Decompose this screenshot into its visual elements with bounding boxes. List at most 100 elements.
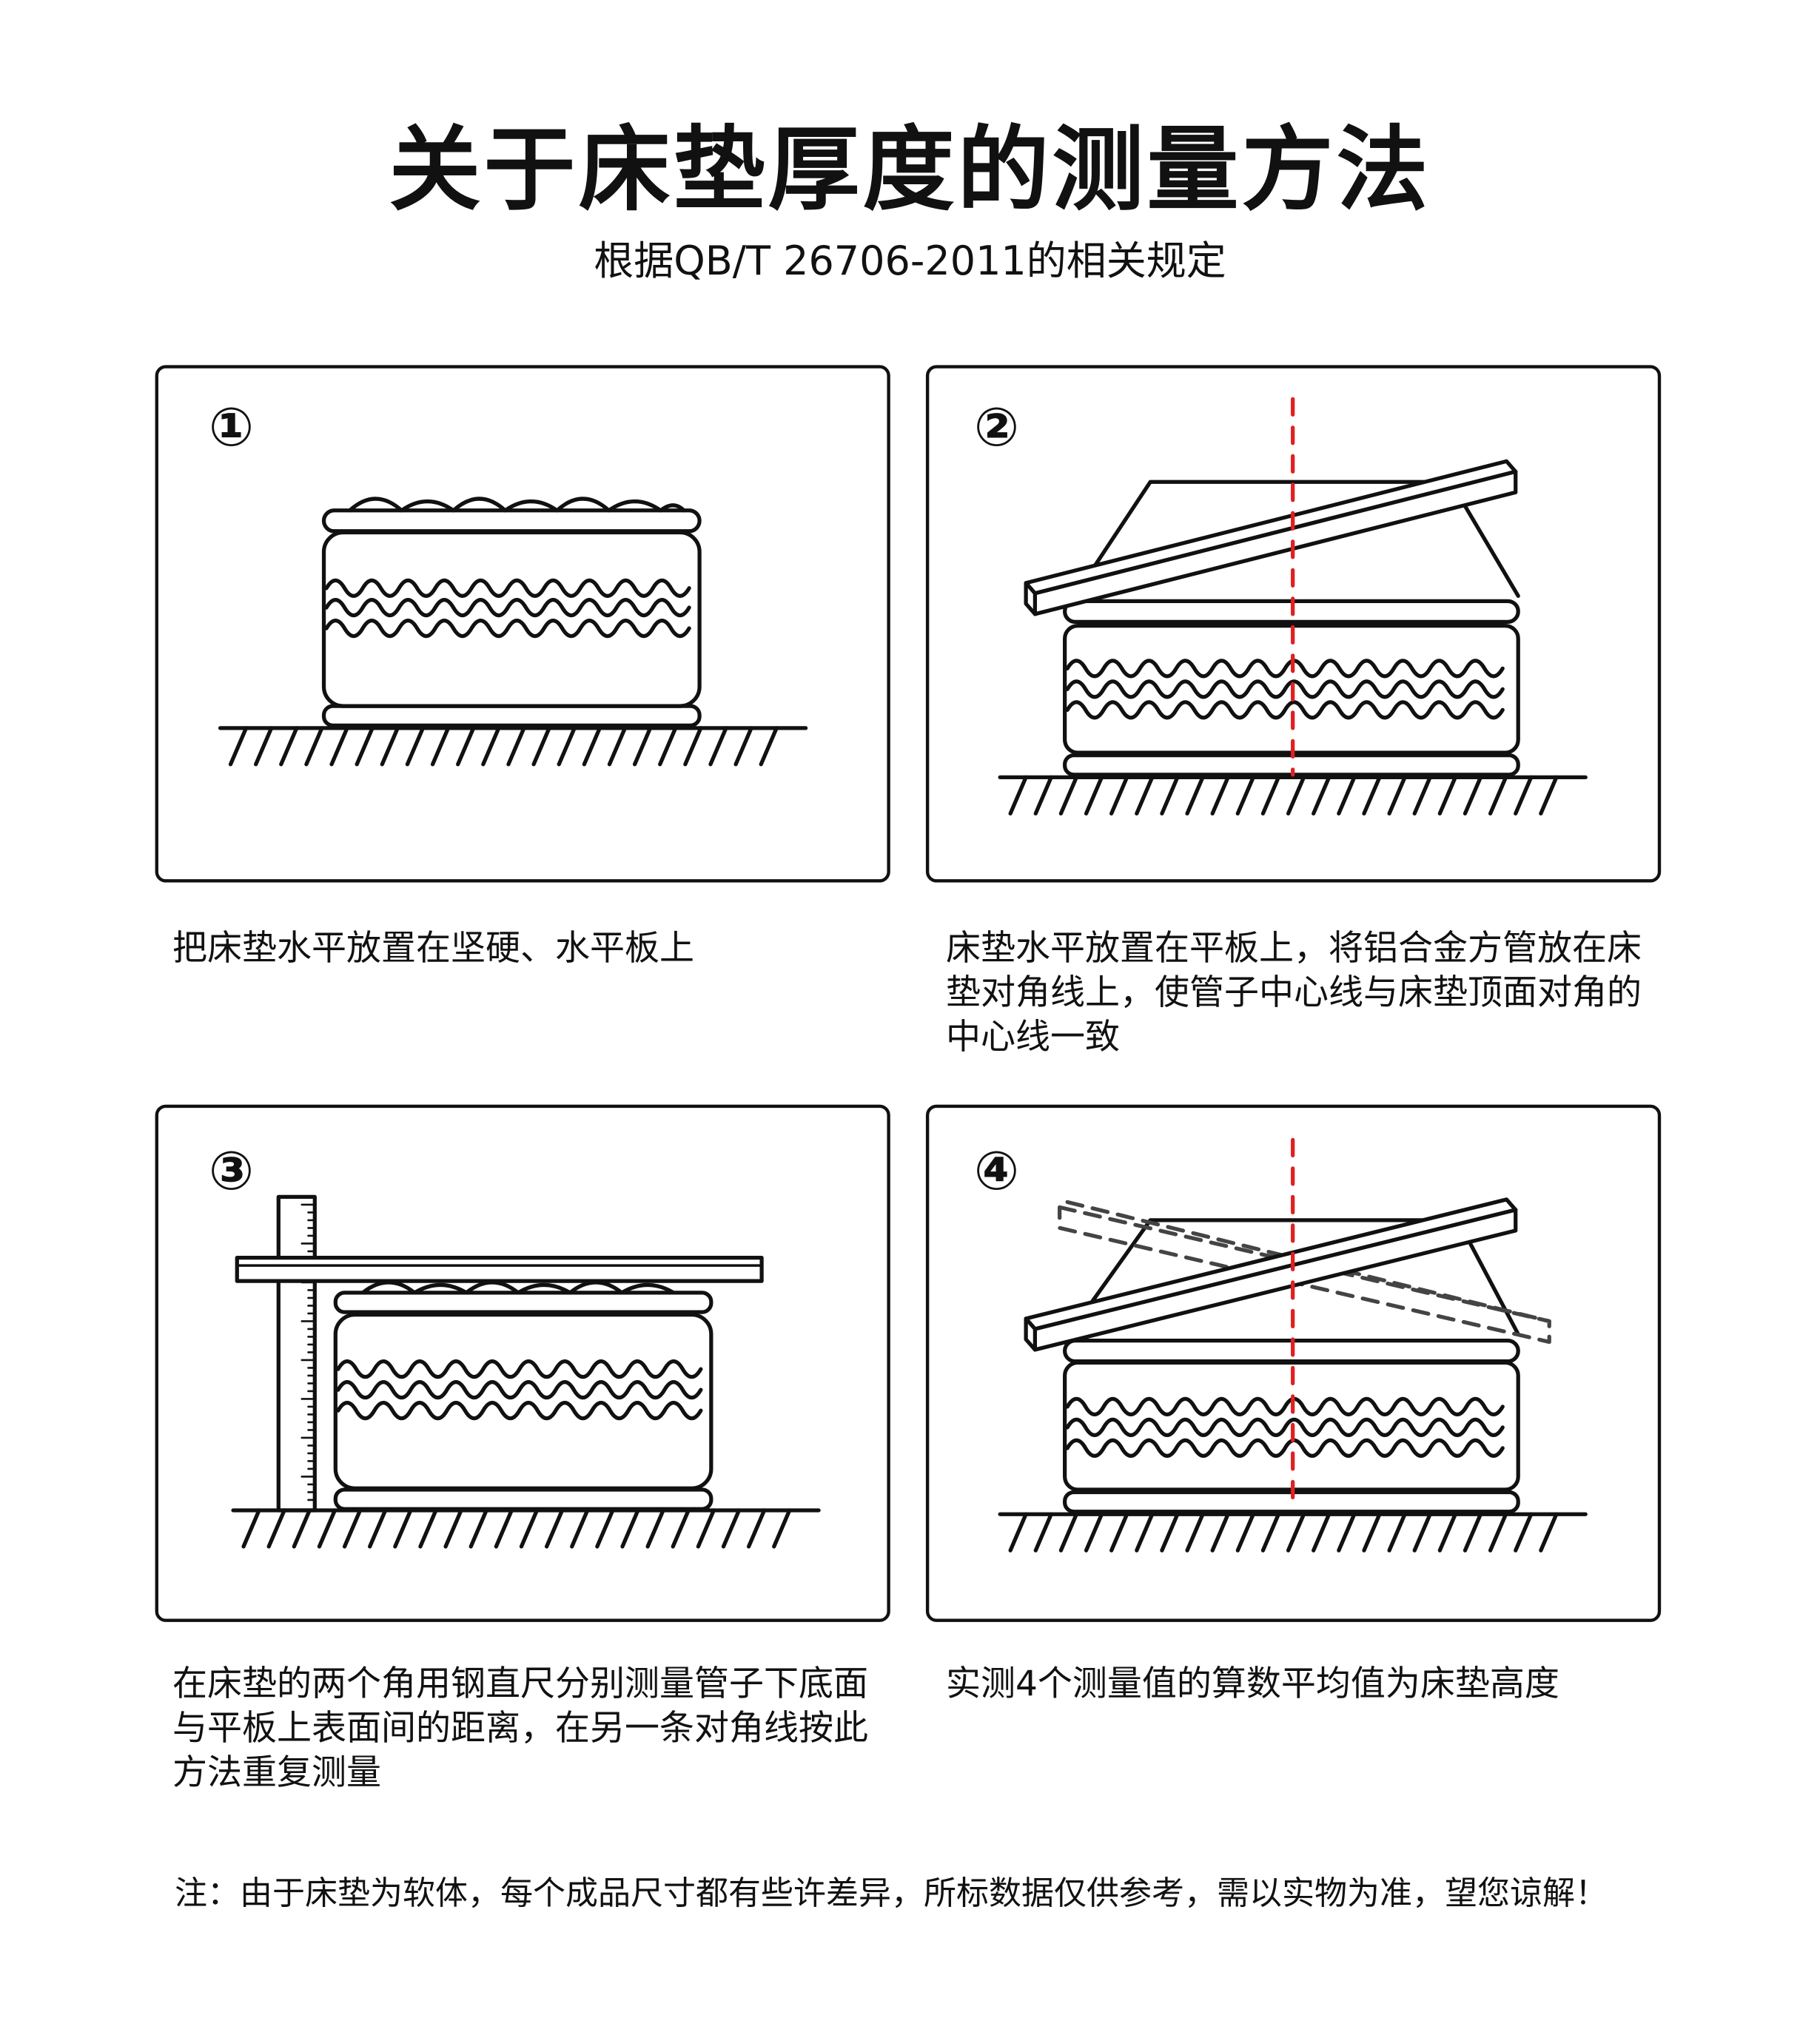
ground-hatch [519, 1508, 540, 1549]
step-3-caption: 在床垫的两个角用钢直尺分别测量管子下底面与平板上表面间的距离，在另一条对角线按此… [172, 1664, 868, 1793]
ground-hatch [1437, 1512, 1457, 1553]
ground-hatch [393, 1508, 413, 1549]
mattress-body [321, 530, 702, 708]
ground-hatch [1008, 775, 1028, 815]
ground-hatch [1235, 775, 1255, 815]
ground-hatch [544, 1508, 565, 1549]
page-subtitle: 根据QB/T 26706-2011的相关规定 [594, 238, 1226, 284]
ground-hatch [570, 1508, 590, 1549]
ground-hatch [1185, 775, 1205, 815]
spring-wave [324, 578, 691, 598]
step-number-2: ② [974, 396, 1019, 458]
ground-hatch [632, 726, 653, 767]
ground-hatch [1109, 1512, 1129, 1553]
ground-hatch [329, 726, 349, 767]
panel-2-frame [925, 365, 1662, 883]
spring-wave [1065, 1396, 1505, 1416]
ground-hatch [266, 1508, 286, 1549]
ground-hatch [1463, 1512, 1483, 1553]
ground-hatch [1135, 1512, 1155, 1553]
ground-hatch [1312, 1512, 1332, 1553]
ground-hatch [368, 1508, 388, 1549]
ground-hatch [443, 1508, 463, 1549]
ground-hatch [1109, 775, 1129, 815]
ground-hatch [696, 1508, 716, 1549]
mattress-body [333, 1313, 713, 1490]
step-2-caption: 床垫水平放置在平板上，将铝合金方管放在床垫对角线上，使管子中心线与床垫顶面对角的… [946, 928, 1642, 1057]
ground-hatch [1514, 775, 1534, 815]
ground-hatch [1286, 775, 1306, 815]
ground-hatch [1135, 775, 1155, 815]
spring-wave [1065, 679, 1505, 699]
ground-hatch [645, 1508, 665, 1549]
spring-wave [1065, 659, 1505, 679]
ground-hatch [317, 1508, 338, 1549]
ground-hatch [607, 726, 628, 767]
ground-hatch [355, 726, 375, 767]
ground-hatch [1337, 1512, 1357, 1553]
ground-hatch [1084, 775, 1104, 815]
page-title: 关于床垫厚度的测量方法 [389, 117, 1431, 223]
ground-hatch [1260, 775, 1281, 815]
ground-hatch [469, 1508, 488, 1549]
ground-hatch [1488, 775, 1508, 815]
ground-hatch [759, 726, 779, 767]
aluminum-tube [1024, 1197, 1518, 1352]
spring-wave [324, 598, 691, 618]
ground-hatch [1286, 1512, 1306, 1553]
ground-hatch [582, 726, 602, 767]
ground-hatch [241, 1508, 261, 1549]
ground-hatch [658, 726, 678, 767]
ground-hatch [1312, 775, 1332, 815]
step-4-caption: 实测4个测量值的算数平均值为床垫高度 [946, 1664, 1559, 1704]
disclaimer-note: 注：由于床垫为软体，每个成品尺寸都有些许差异，所标数据仅供参考，需以实物为准，望… [175, 1874, 1608, 1912]
step-number-3: ③ [209, 1140, 254, 1202]
ground-hatch [1160, 1512, 1180, 1553]
ground-hatch [1008, 1512, 1028, 1553]
ground-hatch [1033, 1512, 1053, 1553]
ground-hatch [1235, 1512, 1255, 1553]
spring-wave [336, 1401, 703, 1421]
ground-hatch [1488, 1512, 1508, 1553]
ground-hatch [1033, 775, 1053, 815]
spring-wave [1065, 1417, 1505, 1437]
ground-hatch [557, 726, 577, 767]
ground-hatch [342, 1508, 363, 1549]
ground-hatch [1210, 1512, 1230, 1553]
ground-hatch [1160, 775, 1180, 815]
step-number-1: ① [209, 396, 254, 458]
ground-hatch [405, 726, 426, 767]
ground-hatch [1260, 1512, 1281, 1553]
ground-hatch [733, 726, 753, 767]
ground-hatch [595, 1508, 615, 1549]
ground-hatch [1387, 775, 1407, 815]
ground-hatch [772, 1508, 792, 1549]
panel-3-frame [155, 1104, 890, 1622]
top-pad [333, 1291, 713, 1314]
ground-hatch [1058, 1512, 1079, 1553]
ground-hatch [279, 726, 299, 767]
ground-hatch [1412, 1512, 1432, 1553]
ground-hatch [1539, 1512, 1559, 1553]
ground-hatch [671, 1508, 691, 1549]
spring-wave [1065, 1438, 1505, 1459]
ground-hatch [1387, 1512, 1407, 1553]
ground-hatch [683, 726, 703, 767]
ground-hatch [456, 726, 476, 767]
top-pad [321, 508, 702, 534]
ground-hatch [721, 1508, 742, 1549]
spring-wave [1065, 700, 1505, 720]
step-1-caption: 把床垫水平放置在坚硬、水平板上 [172, 928, 694, 969]
ground-hatch [1539, 775, 1559, 815]
ground-hatch [1514, 1512, 1534, 1553]
ground-hatch [620, 1508, 640, 1549]
spring-wave [336, 1380, 703, 1400]
bedding-top [1089, 480, 1520, 598]
ground-hatch [1412, 775, 1432, 815]
panel-1-frame [155, 365, 890, 883]
ground-hatch [481, 726, 501, 767]
panel-4-frame [925, 1104, 1662, 1622]
flat-board [235, 1256, 764, 1283]
ground-hatch [380, 726, 400, 767]
